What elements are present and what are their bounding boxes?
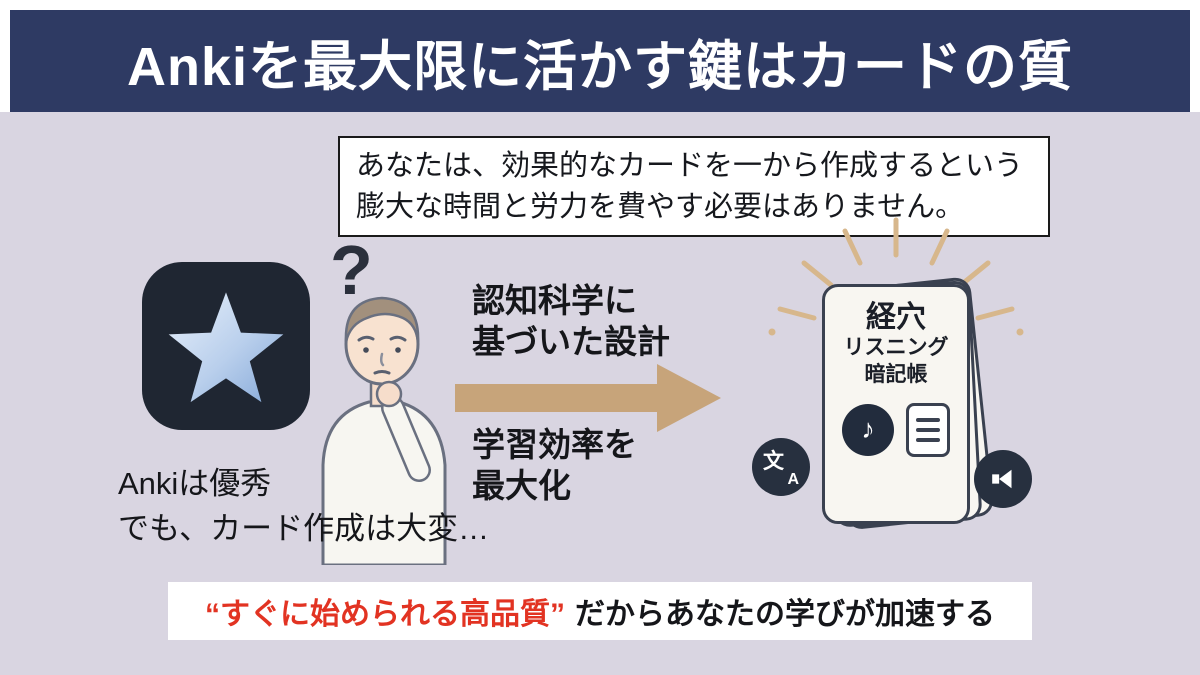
- speaker-glyph: [992, 469, 1012, 489]
- translate-glyph-primary: 文: [763, 450, 784, 473]
- transition-bottom-line2: 最大化: [472, 467, 571, 505]
- translate-icon: 文 A: [752, 438, 810, 496]
- right-arrow: [455, 364, 721, 432]
- anki-caption-line2: でも、カード作成は大変…: [118, 510, 490, 546]
- anki-caption-line1: Ankiは優秀: [118, 466, 272, 501]
- speech-icon: [974, 450, 1032, 508]
- music-note-glyph: ♪: [861, 414, 875, 445]
- deck-title: 経穴: [866, 301, 926, 334]
- deck-subtitle2: 暗記帳: [864, 363, 928, 387]
- list-icon: [906, 402, 950, 457]
- intro-callout-line1: あなたは、効果的なカードを一から作成するという: [356, 150, 1024, 182]
- intro-callout: あなたは、効果的なカードを一から作成するという 膨大な時間と労力を費やす必要はあ…: [338, 136, 1050, 238]
- transition-bottom-label: 学習効率を 最大化: [472, 424, 637, 507]
- intro-callout-line2: 膨大な時間と労力を費やす必要はありません。: [356, 190, 965, 223]
- slide-body: あなたは、効果的なカードを一から作成するという 膨大な時間と労力を費やす必要はあ…: [0, 112, 1200, 675]
- anki-app-icon: [142, 262, 310, 430]
- footer-message: “すぐに始められる高品質” だからあなたの学びが加速する: [168, 582, 1032, 640]
- footer-rest: だからあなたの学びが加速する: [575, 598, 995, 631]
- translate-glyph-secondary: A: [787, 471, 799, 488]
- transition-top-label: 認知科学に 基づいた設計: [472, 280, 670, 363]
- thinking-person-illustration: [321, 296, 447, 565]
- deck-card-front: 経穴 リスニング 暗記帳 ♪: [822, 284, 970, 524]
- anki-star-icon: [168, 292, 284, 403]
- sound-icon: ♪: [842, 403, 894, 456]
- anki-caption: Ankiは優秀 でも、カード作成は大変…: [118, 462, 489, 552]
- page-title: Ankiを最大限に活かす鍵はカードの質: [126, 36, 1074, 97]
- header-banner: Ankiを最大限に活かす鍵はカードの質: [10, 10, 1190, 112]
- transition-top-line2: 基づいた設計: [472, 323, 670, 361]
- transition-bottom-line1: 学習効率を: [472, 426, 637, 463]
- footer-highlight: “すぐに始められる高品質”: [205, 598, 565, 631]
- transition-top-line1: 認知科学に: [472, 282, 637, 319]
- deck-icons-row: ♪: [842, 402, 950, 457]
- deck-subtitle1: リスニング: [843, 336, 949, 359]
- question-mark: ?: [330, 231, 373, 309]
